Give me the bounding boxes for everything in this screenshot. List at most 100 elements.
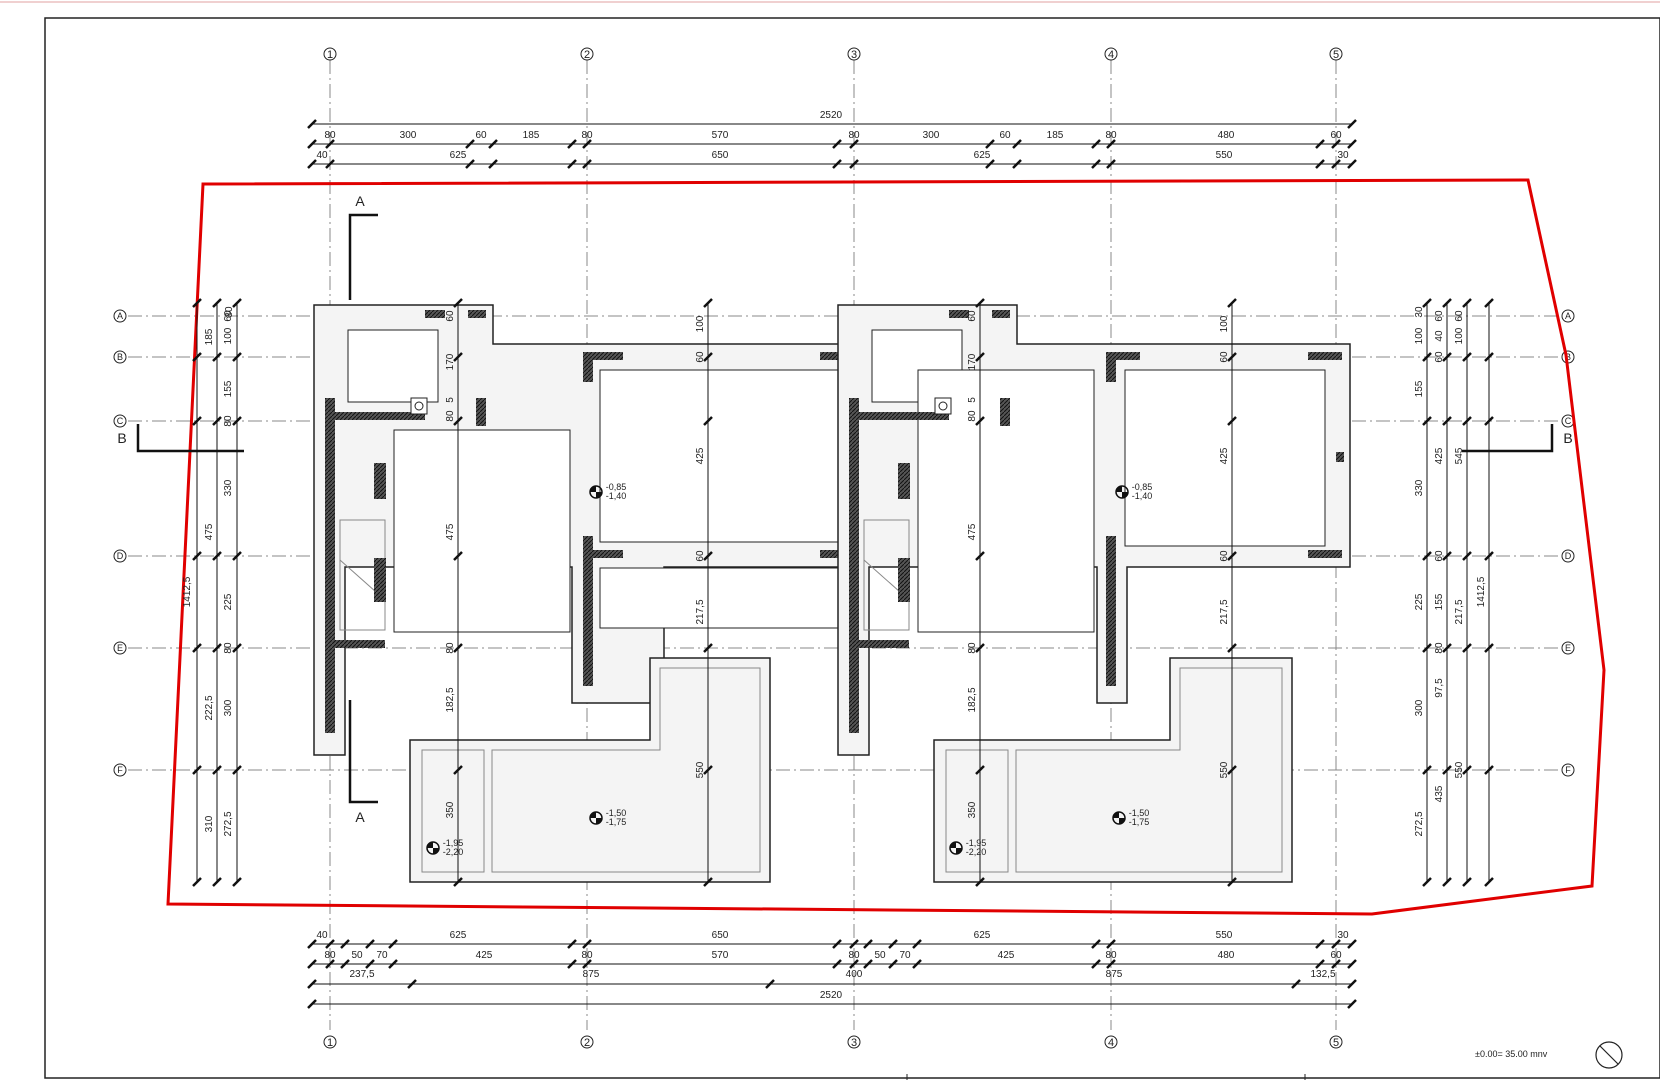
dimension-label: 100 <box>1414 327 1425 344</box>
dimension-tick <box>1331 159 1341 169</box>
dimension-tick <box>985 139 995 149</box>
dimension-tick <box>1347 959 1357 969</box>
dimension-label: 100 <box>1219 315 1230 332</box>
dimension-tick <box>212 352 222 362</box>
dimension-tick <box>192 416 202 426</box>
level-marker-fill <box>1116 486 1128 498</box>
dimension-label: 1412,5 <box>1476 576 1487 607</box>
dim-lines-bottom <box>312 943 1352 1005</box>
dimension-label: 80 <box>581 950 593 961</box>
dimension-tick <box>703 551 713 561</box>
dimension-tick <box>1442 877 1452 887</box>
level-value: -1,95 <box>966 838 987 848</box>
dimension-tick <box>307 939 317 949</box>
dimension-tick <box>1422 298 1432 308</box>
dimension-label: 475 <box>204 523 215 540</box>
hatched-wall <box>992 310 1010 318</box>
dimension-label: 222,5 <box>204 695 215 720</box>
grid-bubbles-top <box>323 47 1343 61</box>
dimension-label: 425 <box>1434 447 1445 464</box>
pool-outline <box>933 657 1293 883</box>
grid-bubble <box>113 549 127 563</box>
dimension-label: 60 <box>445 310 456 322</box>
dimension-tick <box>832 959 842 969</box>
dimension-tick <box>453 877 463 887</box>
grid-bubble <box>113 350 127 364</box>
dimension-label: 185 <box>1047 130 1064 141</box>
dimension-label: 30 <box>224 306 235 318</box>
column-block <box>374 463 386 499</box>
dimension-tick <box>975 877 985 887</box>
dimension-tick <box>849 159 859 169</box>
dimension-label: 60 <box>1219 550 1230 562</box>
dimension-tick <box>1227 416 1237 426</box>
column-block <box>898 558 910 602</box>
level-value: -1,50 <box>606 808 627 818</box>
dimension-tick <box>1422 765 1432 775</box>
dimension-label: 80 <box>445 410 456 422</box>
dimension-label: 217,5 <box>1219 599 1230 624</box>
dimension-tick <box>1315 139 1325 149</box>
dimension-tick <box>985 159 995 169</box>
dimension-tick <box>1484 352 1494 362</box>
dimension-label: 40 <box>316 150 328 161</box>
dimension-label: 217,5 <box>1454 599 1465 624</box>
room-outline <box>1124 369 1326 547</box>
dimension-tick <box>567 939 577 949</box>
dimension-label: 300 <box>223 699 234 716</box>
section-label-a-bottom: A <box>355 809 365 825</box>
drawing-frame <box>44 17 1660 1079</box>
dimension-tick <box>232 643 242 653</box>
level-marker-fill <box>590 486 602 498</box>
section-mark-b <box>136 424 1554 453</box>
grid-label-left: B <box>117 352 123 362</box>
dimension-label: 60 <box>999 130 1011 141</box>
grid-label-bottom: 1 <box>327 1037 333 1049</box>
pool-inner-shallow <box>491 667 761 873</box>
dimension-label: 425 <box>1219 447 1230 464</box>
dimension-label: 475 <box>967 523 978 540</box>
hatched-wall <box>583 352 593 382</box>
dimension-tick <box>407 979 417 989</box>
dimension-tick <box>453 298 463 308</box>
dimension-label: 60 <box>967 310 978 322</box>
dimension-label: 272,5 <box>223 811 234 836</box>
grid-label-right: F <box>1565 765 1571 775</box>
grid-label-left: F <box>117 765 123 775</box>
dimension-label: 50 <box>874 950 886 961</box>
dimension-label: 300 <box>1414 699 1425 716</box>
hatched-wall <box>820 352 853 360</box>
grid-bubble <box>1561 549 1575 563</box>
dimension-label: 60 <box>1330 130 1342 141</box>
dimension-tick <box>307 139 317 149</box>
dimension-tick <box>307 979 317 989</box>
dimension-tick <box>832 159 842 169</box>
dimension-tick <box>1106 939 1116 949</box>
dimension-tick <box>212 298 222 308</box>
hatched-wall <box>325 398 335 733</box>
dimension-tick <box>1422 643 1432 653</box>
dimension-label: 5 <box>967 397 978 403</box>
hatched-wall <box>583 352 623 360</box>
dimension-label: 300 <box>923 130 940 141</box>
dim-lines-left <box>196 303 238 882</box>
hatched-wall <box>820 550 853 558</box>
dimension-tick <box>849 139 859 149</box>
level-marker-fill <box>950 842 962 854</box>
dimension-label: 875 <box>1106 969 1123 980</box>
dimension-tick <box>1291 979 1301 989</box>
dimension-label: 550 <box>1216 150 1233 161</box>
dimension-tick <box>1422 416 1432 426</box>
level-value: -1,75 <box>1129 817 1150 827</box>
dimension-label: 350 <box>967 801 978 818</box>
dimension-label: 272,5 <box>1414 811 1425 836</box>
hatched-wall <box>425 310 445 318</box>
dimension-label: 480 <box>1218 130 1235 141</box>
dimension-tick <box>1347 159 1357 169</box>
dimension-tick <box>1484 416 1494 426</box>
dimension-tick <box>1484 877 1494 887</box>
dimension-tick <box>863 959 873 969</box>
grid-label-left: A <box>117 311 123 321</box>
dimension-tick <box>453 643 463 653</box>
dimension-tick <box>325 939 335 949</box>
